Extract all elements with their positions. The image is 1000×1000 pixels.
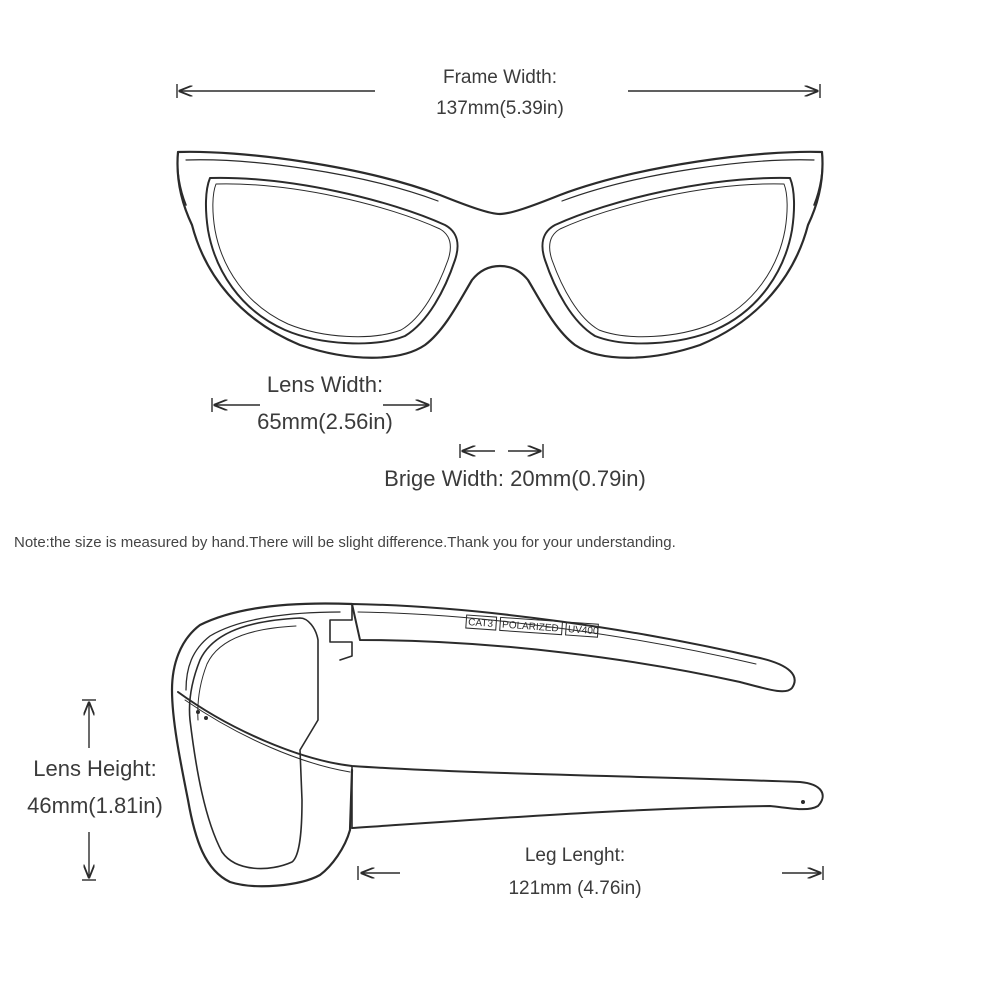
polarized-marking: POLARIZED (502, 620, 559, 635)
frame-width-value: 137mm(5.39in) (436, 98, 564, 119)
measurement-note: Note:the size is measured by hand.There … (14, 534, 676, 551)
side-view (170, 602, 824, 888)
cat-marking: CAT3 (468, 617, 494, 630)
lens-height-label: Lens Height: (33, 756, 157, 781)
bridge-width-text: Brige Width: 20mm(0.79in) (384, 466, 646, 491)
lens-width-value: 65mm(2.56in) (257, 409, 393, 434)
lens-width-label: Lens Width: (266, 372, 384, 397)
front-view (176, 150, 824, 359)
uv-marking: UV400 (568, 624, 600, 637)
lens-height-value: 46mm(1.81in) (27, 793, 163, 818)
leg-length-value: 121mm (4.76in) (508, 878, 642, 899)
temple-markings: CAT3 POLARIZED UV400 (465, 614, 600, 638)
frame-width-label: Frame Width: (442, 67, 558, 88)
leg-length-label: Leg Lenght: (524, 845, 626, 866)
